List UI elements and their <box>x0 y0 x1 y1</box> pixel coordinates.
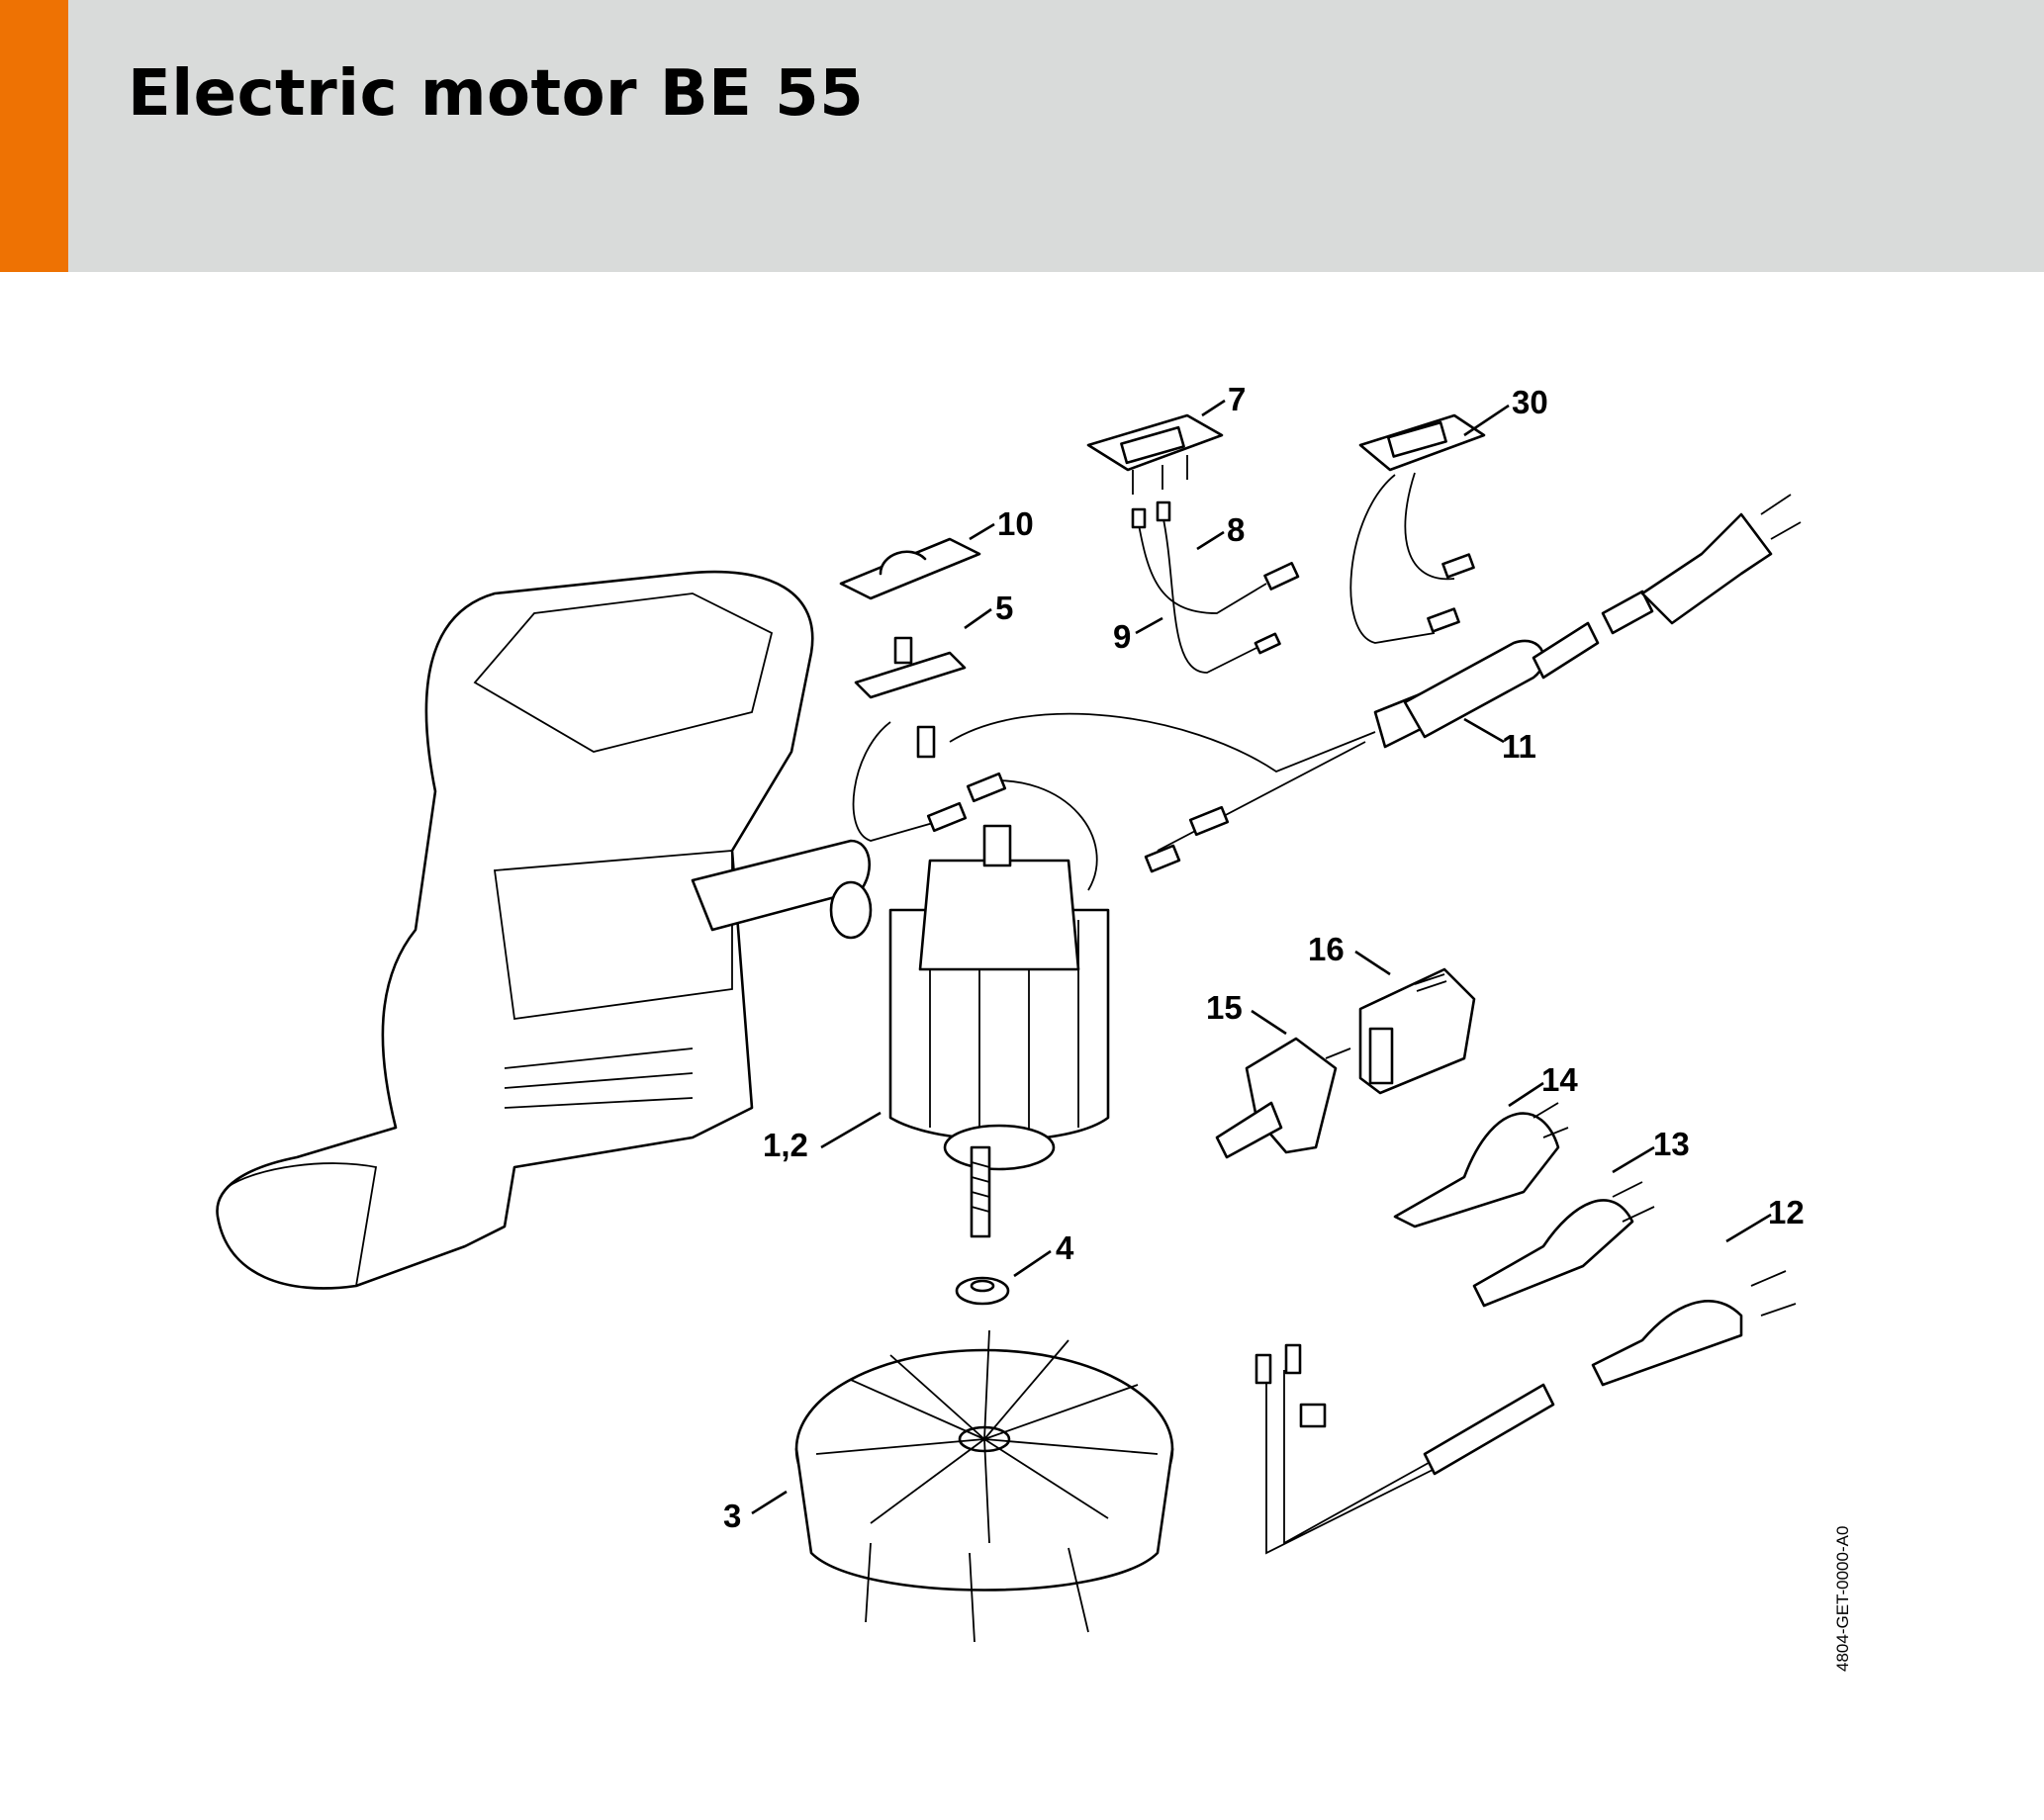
callout-8: 8 <box>1227 511 1245 548</box>
switch-30 <box>1349 413 1486 644</box>
callout-13: 13 <box>1653 1126 1690 1162</box>
callout-3: 3 <box>723 1498 741 1534</box>
callout-leaders <box>751 399 1772 1515</box>
callout-12: 12 <box>1768 1194 1805 1230</box>
power-cable-12 <box>1254 1270 1797 1555</box>
switch-7 <box>1086 413 1224 495</box>
brand-accent-stripe <box>0 0 68 272</box>
connecting-cables <box>1131 500 1300 674</box>
callout-14: 14 <box>1541 1061 1578 1098</box>
callout-30: 30 <box>1512 384 1548 420</box>
electric-motor <box>888 824 1110 1238</box>
plug-housing-16 <box>1358 967 1476 1095</box>
callout-15: 15 <box>1206 989 1243 1026</box>
cover <box>839 537 981 600</box>
plug-insert-15 <box>1215 1037 1351 1159</box>
callout-4: 4 <box>1056 1229 1074 1266</box>
nut <box>955 1276 1010 1306</box>
header-bar <box>0 0 2044 272</box>
blower-housing <box>216 570 873 1290</box>
plug-14 <box>1393 1102 1569 1228</box>
callout-10: 10 <box>997 505 1034 542</box>
callout-7: 7 <box>1228 381 1246 417</box>
callout-9: 9 <box>1113 618 1131 655</box>
callout-1-2: 1,2 <box>763 1127 808 1163</box>
drawing-code: 4804-GET-0000-A0 <box>1833 1526 1852 1672</box>
callout-16: 16 <box>1308 931 1345 967</box>
page-title: Electric motor BE 55 <box>128 57 865 131</box>
fan-impeller <box>794 1329 1174 1643</box>
slide-switch <box>854 636 967 759</box>
callout-11: 11 <box>1502 728 1536 765</box>
callout-5: 5 <box>995 590 1013 626</box>
plug-13 <box>1472 1181 1655 1308</box>
power-cable-11 <box>852 494 1802 891</box>
